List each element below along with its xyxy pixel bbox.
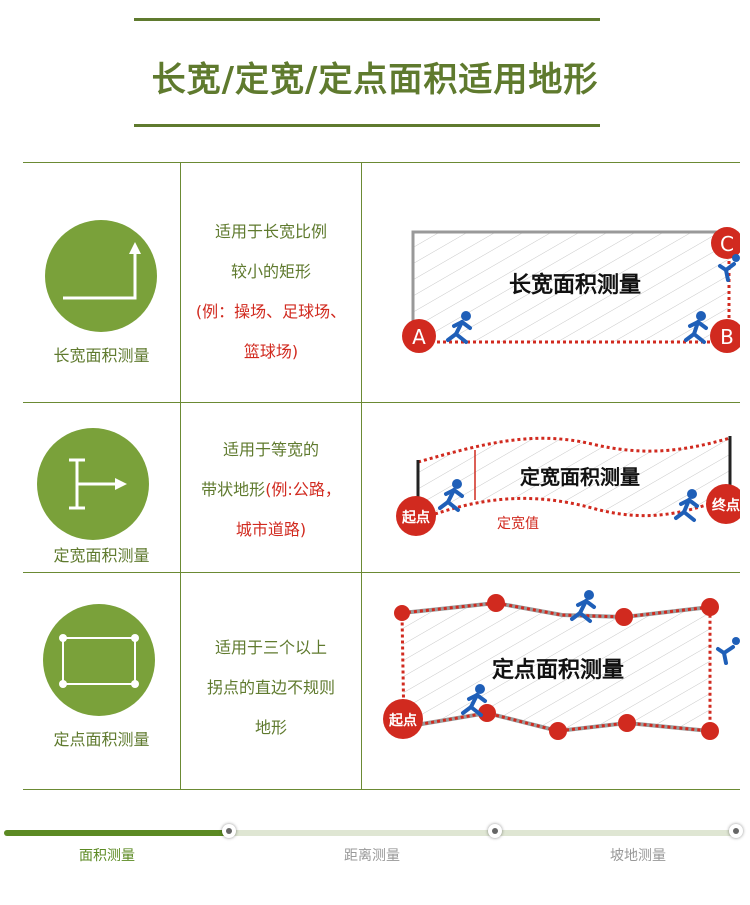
start-marker [396,496,436,536]
row-label: 定宽面积测量 [53,546,150,565]
vertex-marker [394,605,410,621]
point-c-marker [711,227,743,259]
table-divider [23,402,740,403]
runner-icon [570,590,596,623]
start-label: 起点 [401,509,430,526]
fixed-point-icon [43,604,155,716]
runner-icon [684,311,708,344]
tab-area-measure[interactable]: 面积测量 [79,848,135,864]
runner-icon [716,637,740,665]
progress-knob-distance[interactable] [488,824,502,838]
runner-icon [446,311,472,344]
runner-icon [718,254,740,282]
title-bottom-rule [134,124,600,127]
width-label: 定宽值 [497,515,539,532]
end-marker [706,484,746,524]
vertex-marker [478,704,496,722]
fixed-point-diagram: 定点面积测量 起点 [362,587,740,747]
row-label: 长宽面积测量 [53,346,150,365]
category-progress: 面积测量 距离测量 坡地测量 [0,818,750,878]
runner-icon [674,489,699,522]
vertex-marker [615,608,633,626]
row-description: 适用于三个以上 拐点的直边不规则 地形 [206,638,335,737]
progress-fill [4,830,232,836]
row-label: 定点面积测量 [53,730,150,749]
point-a-label: A [412,325,426,349]
vertex-marker [487,594,505,612]
runner-icon [438,479,464,512]
table-divider [180,162,181,790]
diagram-label: 定点面积测量 [492,657,624,683]
diagram-label: 定宽面积测量 [520,465,640,489]
point-a-marker [402,319,436,353]
runner-icon [461,684,487,717]
progress-knob-area[interactable] [222,824,236,838]
end-label: 终点 [712,497,740,514]
start-marker [383,699,423,739]
terrain-table: 长宽面积测量 适用于长宽比例 较小的矩形 (例：操场、足球场、 篮球场) 长宽面… [23,162,746,790]
diagram-label: 长宽面积测量 [509,272,641,298]
start-label: 起点 [388,712,417,729]
point-c-label: C [720,232,734,256]
fixed-width-icon [37,428,149,540]
table-divider [23,789,740,790]
vertex-marker [618,714,636,732]
table-divider [23,162,740,163]
length-width-diagram: 长宽面积测量 A B C [362,212,744,372]
vertex-marker [701,722,719,740]
fixed-width-diagram: 定宽面积测量 定宽值 起点 终点 [362,424,746,544]
row-description: 适用于等宽的 带状地形(例:公路， 城市道路) [201,440,341,539]
point-b-label: B [720,325,734,349]
page-title: 长宽/定宽/定点面积适用地形 [151,60,599,100]
table-divider [23,572,740,573]
point-b-marker [710,319,744,353]
progress-track [4,830,740,836]
tab-distance-measure[interactable]: 距离测量 [344,848,400,864]
row-description: 适用于长宽比例 较小的矩形 (例：操场、足球场、 篮球场) [195,222,347,361]
vertex-marker [701,598,719,616]
progress-knob-slope[interactable] [729,824,743,838]
tab-slope-measure[interactable]: 坡地测量 [610,848,666,864]
table-divider [361,162,362,790]
vertex-marker [549,722,567,740]
title-top-rule [134,18,600,21]
length-width-icon [45,220,157,332]
